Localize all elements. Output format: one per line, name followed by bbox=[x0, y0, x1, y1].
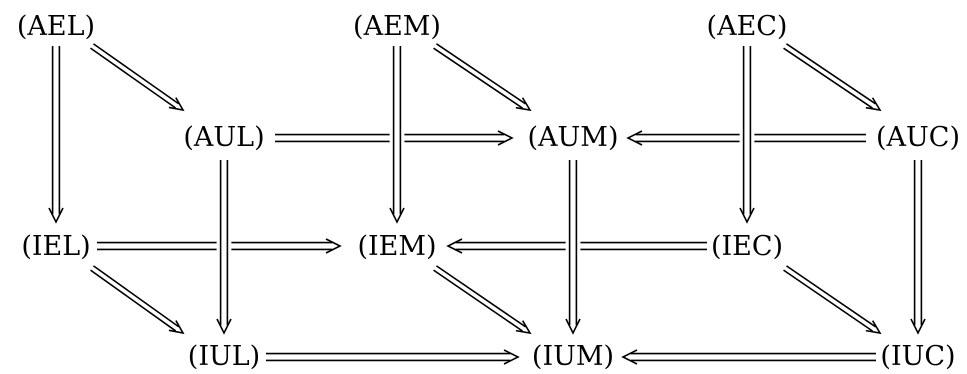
arrow-AEL-to-IEL bbox=[48, 46, 64, 224]
node-AEC: (AEC) bbox=[707, 11, 788, 42]
edges-layer bbox=[48, 43, 926, 365]
node-AEM: (AEM) bbox=[353, 11, 441, 42]
node-IEM: (IEM) bbox=[357, 231, 436, 262]
node-AEL: (AEL) bbox=[17, 11, 95, 42]
node-AUL: (AUL) bbox=[183, 122, 264, 153]
arrow-AEM-to-IEM bbox=[389, 46, 405, 224]
arrow-IEC-to-IUC bbox=[783, 265, 882, 336]
arrow-AEL-to-AUL bbox=[90, 43, 185, 112]
node-IEL: (IEL) bbox=[21, 231, 90, 262]
node-AUC: (AUC) bbox=[876, 122, 960, 153]
node-IUL: (IUL) bbox=[188, 341, 260, 372]
arrow-AUM-to-IUM bbox=[565, 160, 581, 335]
arrow-IEL-to-IUL bbox=[90, 265, 185, 335]
arrow-AEC-to-IEC bbox=[739, 46, 755, 224]
arrow-IEM-to-IUM bbox=[433, 265, 532, 336]
arrow-AEM-to-AUM bbox=[433, 43, 532, 113]
node-AUM: (AUM) bbox=[528, 122, 619, 153]
node-IUC: (IUC) bbox=[880, 341, 955, 372]
arrow-AUC-to-IUC bbox=[910, 160, 926, 335]
arrow-IUL-to-IUM bbox=[266, 349, 520, 365]
arrow-AEC-to-AUC bbox=[783, 43, 882, 113]
arrow-AUL-to-IUL bbox=[216, 160, 232, 335]
arrow-IUC-to-IUM bbox=[621, 349, 876, 365]
node-IUM: (IUM) bbox=[532, 341, 614, 372]
node-IEC: (IEC) bbox=[711, 231, 783, 262]
nodes-layer: (AEL) (AEM) (AEC) (AUL) (AUM) (AUC) (IEL… bbox=[17, 11, 960, 372]
